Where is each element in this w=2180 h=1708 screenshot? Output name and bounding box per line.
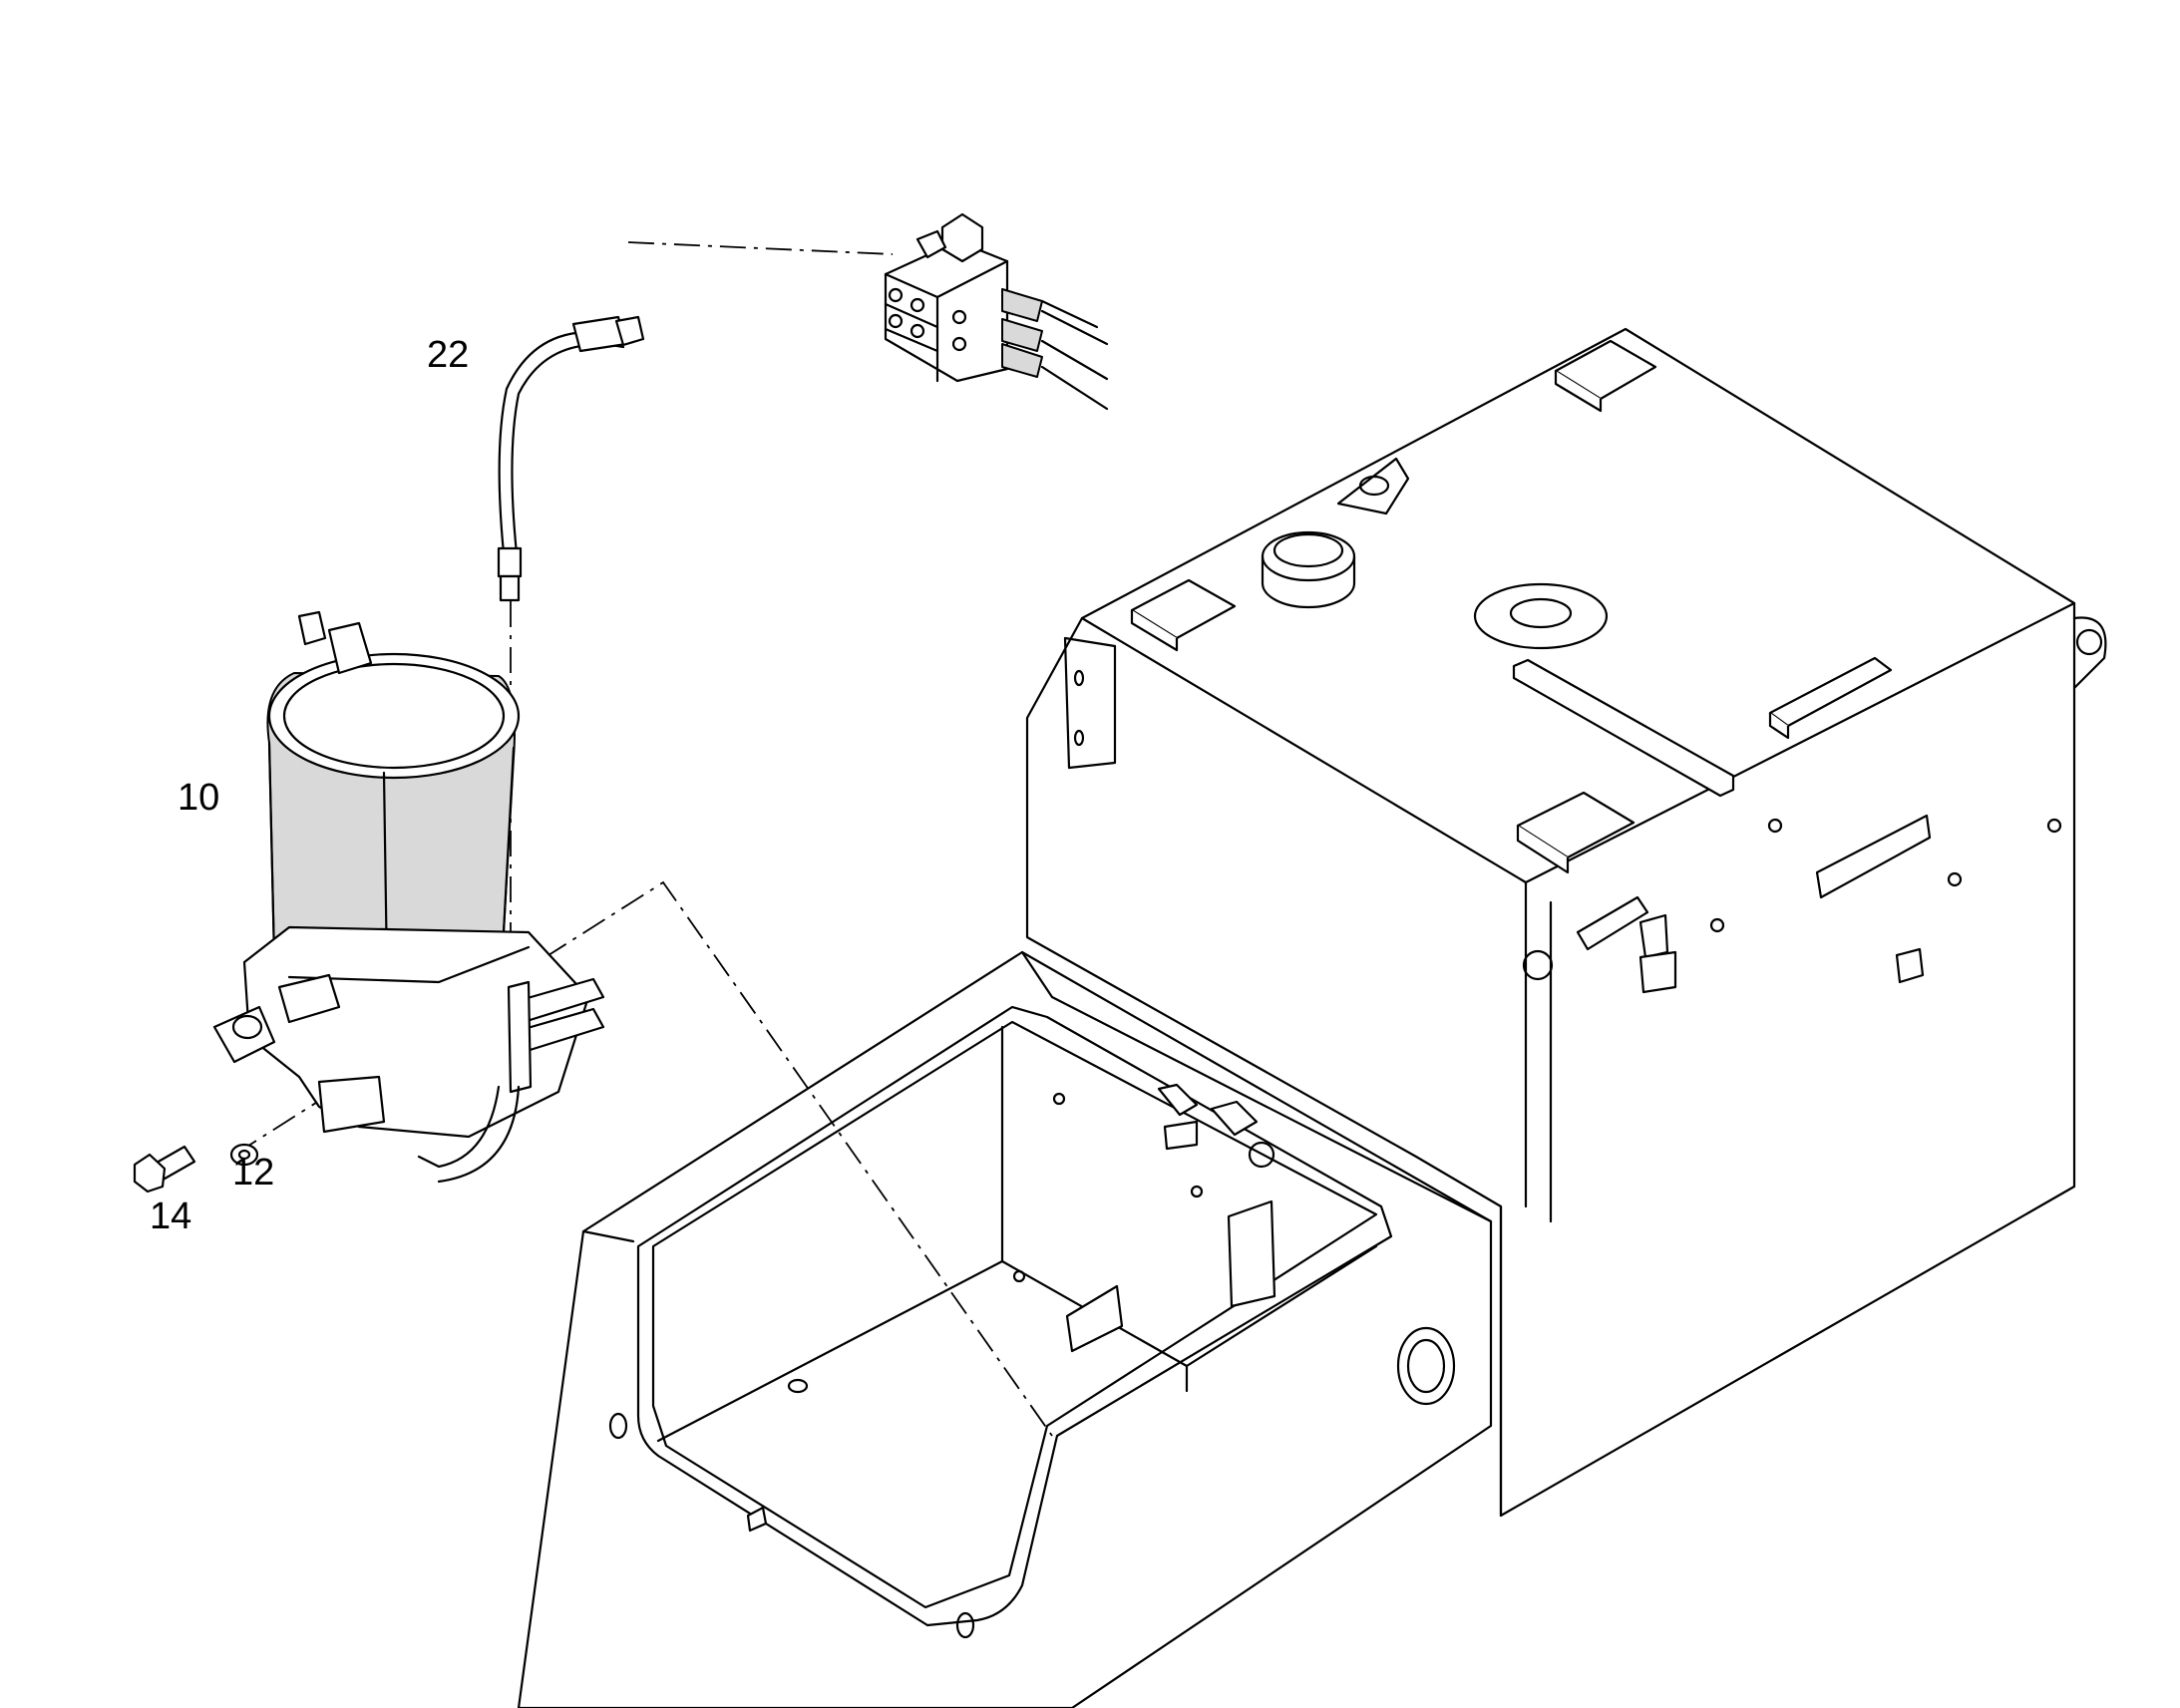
callout-labels: 22 10 12 14 (150, 334, 469, 1237)
progressive-distributor (884, 212, 1109, 411)
hex-bolt (133, 1145, 196, 1194)
callout-10: 10 (178, 777, 219, 819)
hydraulic-tank (1025, 327, 2107, 1518)
callout-14: 14 (150, 1196, 191, 1237)
washer (229, 1143, 259, 1167)
grease-pump (212, 610, 605, 1184)
battery-box (517, 950, 1493, 1708)
hose-assembly (497, 315, 645, 602)
callout-22: 22 (427, 334, 469, 376)
callout-12: 12 (232, 1152, 274, 1194)
